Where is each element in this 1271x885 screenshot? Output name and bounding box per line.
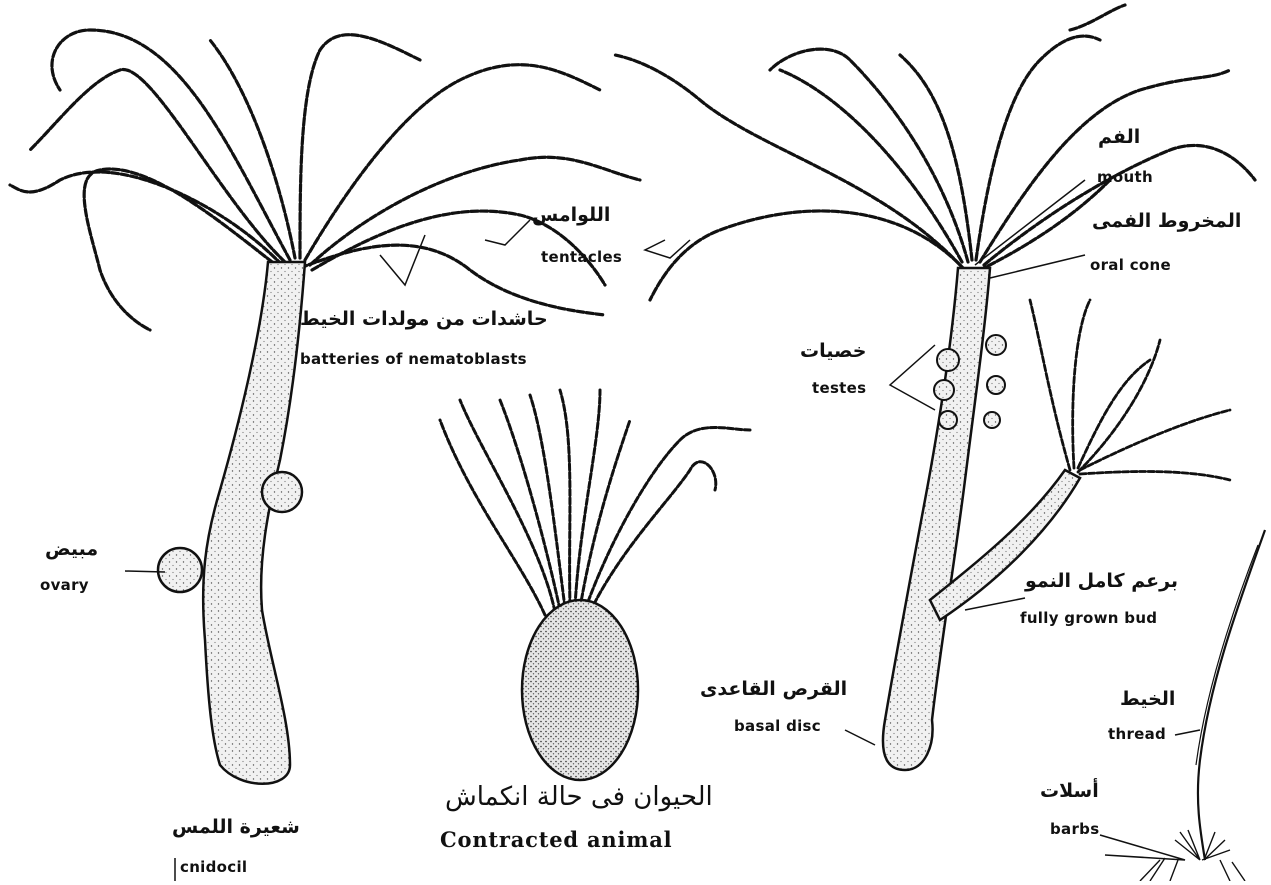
contracted-en-label: Contracted animal	[440, 829, 672, 850]
bud-en-label: fully grown bud	[1020, 611, 1157, 626]
ovary-ar-label: مبيض	[45, 540, 98, 559]
bud-tentacles	[1030, 300, 1230, 480]
contracted-animal	[440, 390, 750, 780]
batteries-ar-label: حاشدات من مولدات الخيط	[300, 310, 548, 329]
testes-en-label: testes	[812, 381, 866, 396]
oral-cone-en-label: oral cone	[1090, 258, 1171, 273]
cnidocil-en-label: cnidocil	[180, 860, 247, 875]
batteries-en-label: batteries of nematoblasts	[300, 352, 527, 367]
testes-ar-label: خصيات	[800, 342, 866, 361]
ovary-en-label: ovary	[40, 578, 89, 593]
basal-disc-en-label: basal disc	[734, 719, 821, 734]
contracted-body	[522, 600, 638, 780]
right-hydra	[615, 5, 1255, 770]
thread-en-label: thread	[1108, 727, 1166, 742]
left-body	[203, 262, 305, 784]
tentacles-en-label: tentacles	[541, 250, 622, 265]
barbs-ar-label: أسلات	[1040, 782, 1099, 801]
contracted-ar-label: الحيوان فى حالة انكماش	[445, 784, 713, 810]
tentacles-ar-label: اللوامس	[532, 206, 610, 225]
right-body	[883, 268, 990, 770]
cnidocil-ar-label: شعيرة اللمس	[172, 818, 300, 837]
mouth-en-label: mouth	[1097, 170, 1153, 185]
second-bulge	[262, 472, 302, 512]
left-tentacles	[10, 30, 640, 330]
mouth-ar-label: الفم	[1098, 128, 1140, 147]
barbs-en-label: barbs	[1050, 822, 1099, 837]
basal-disc-ar-label: القرص القاعدى	[700, 680, 847, 699]
thread-ar-label: الخيط	[1120, 690, 1175, 709]
bud-ar-label: برعم كامل النمو	[1025, 572, 1178, 591]
ovary-bulge	[158, 548, 202, 592]
oral-cone-ar-label: المخروط الفمى	[1092, 212, 1241, 231]
